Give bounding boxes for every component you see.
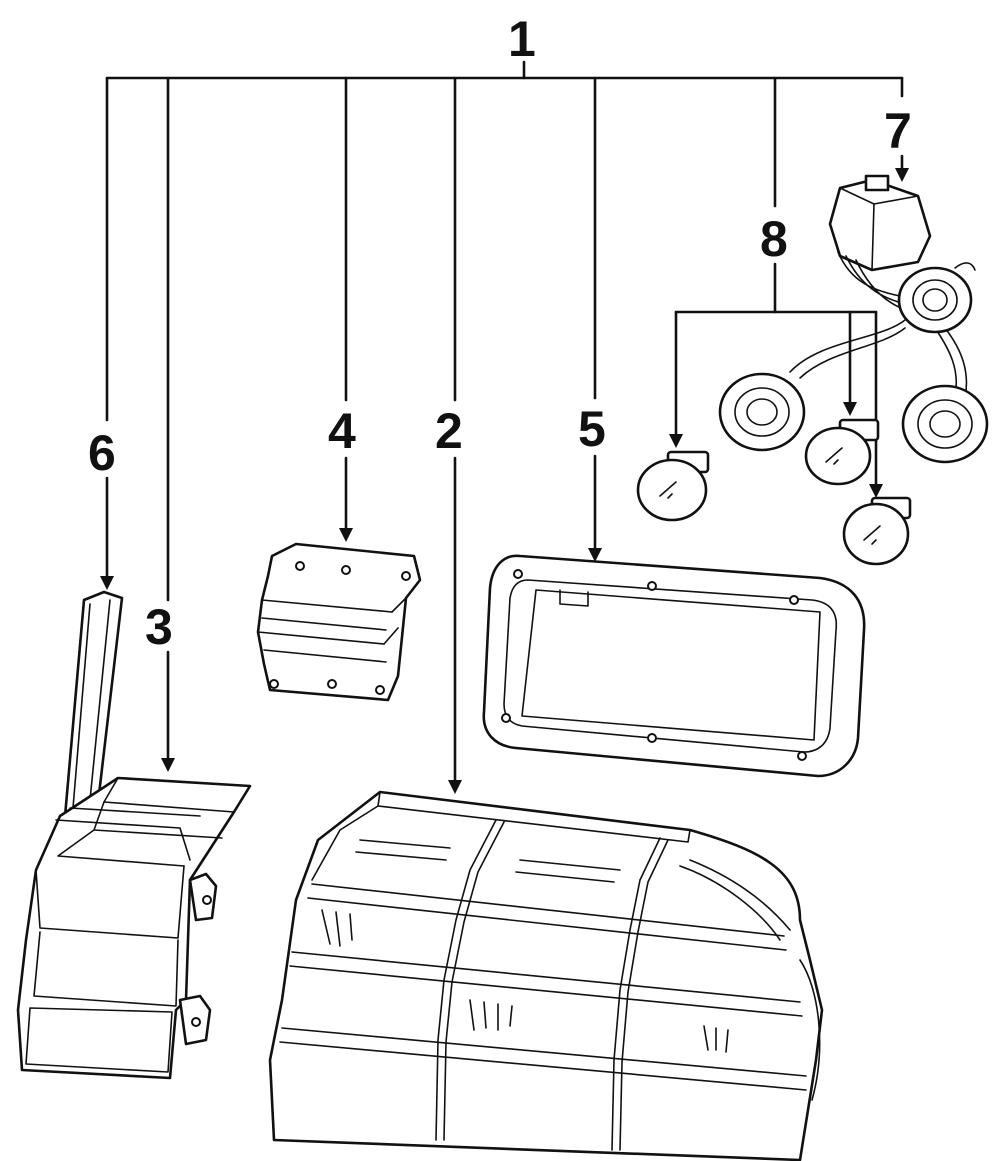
connector-part-7 [828, 174, 932, 313]
leader-lines [100, 60, 909, 794]
gasket-part-5 [482, 554, 866, 778]
bulb-right [842, 496, 912, 566]
callout-3: 3 [145, 599, 173, 655]
callout-1: 1 [508, 11, 536, 67]
socket-harness-part-8 [636, 262, 989, 566]
callout-8: 8 [760, 211, 788, 267]
callout-4: 4 [328, 403, 356, 459]
callout-5: 5 [578, 401, 606, 457]
bulb-left [636, 450, 710, 522]
tail-lamp-lens-part-2 [268, 790, 824, 1161]
bulb-middle [804, 418, 880, 486]
callout-6: 6 [88, 425, 116, 481]
callout-2: 2 [435, 403, 463, 459]
bracket-part-4 [256, 542, 422, 702]
lamp-housing-part-3 [16, 776, 252, 1080]
callout-7: 7 [884, 103, 912, 159]
